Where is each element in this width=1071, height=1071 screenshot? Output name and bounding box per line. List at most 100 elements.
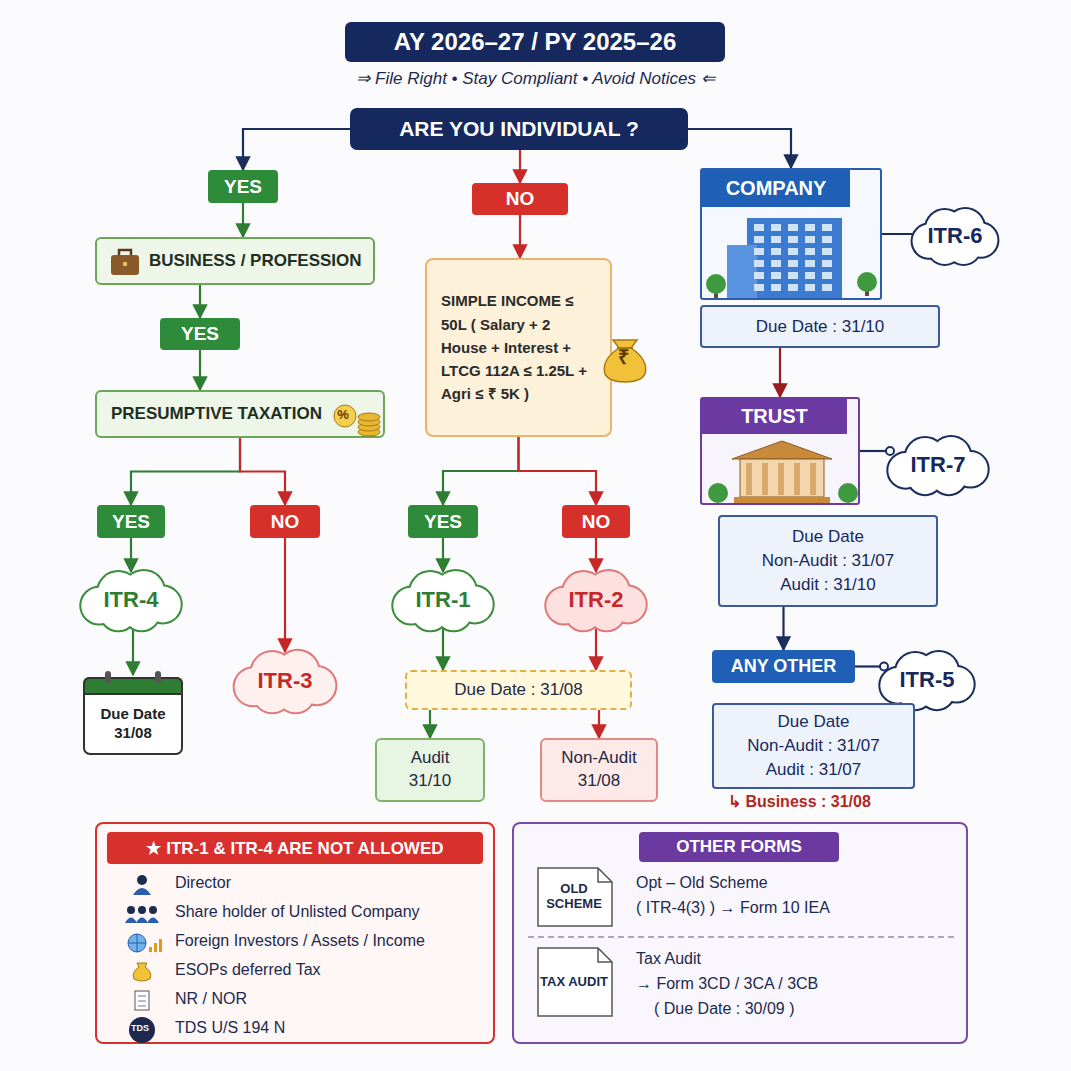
cloud-lobe — [901, 452, 974, 484]
node-label: Due Date : 31/10 — [756, 315, 885, 339]
chart-bar — [154, 943, 157, 952]
condition-box: SIMPLE INCOME ≤ 50L ( Salary + 2 House +… — [425, 258, 612, 437]
node-text: Foreign Investors / Assets / Income — [175, 932, 485, 954]
due-date-box: Audit31/10 — [375, 738, 485, 802]
title-banner: AY 2026–27 / PY 2025–26 — [345, 22, 725, 62]
group-icon — [127, 906, 135, 914]
node-label: YES — [181, 323, 219, 345]
tree — [706, 274, 726, 294]
due-note: ↳ Business : 31/08 — [728, 792, 871, 811]
node-label: ITR-4 — [104, 587, 159, 613]
due-date-box: Due Date : 31/08 — [405, 670, 632, 710]
window — [788, 248, 798, 255]
due-date-box: Due DateNon-Audit : 31/07Audit : 31/07 — [712, 703, 915, 789]
connector — [598, 710, 600, 738]
cloud-lobe — [249, 667, 321, 702]
node-text: Director — [175, 874, 485, 896]
window — [771, 260, 781, 267]
node-label: Due Date — [792, 525, 864, 549]
cloud-lobe — [894, 667, 961, 699]
calendar-ring — [155, 671, 161, 683]
node-label: NO — [271, 511, 300, 533]
window — [788, 260, 798, 267]
node-text: ESOPs deferred Tax — [175, 961, 485, 983]
connector — [688, 129, 791, 168]
cloud-lobe — [249, 667, 321, 702]
chart-bar — [149, 947, 152, 952]
window — [771, 236, 781, 243]
node-label: YES — [112, 511, 150, 533]
temple-column — [810, 463, 816, 495]
form-cloud: ITR-5 — [878, 653, 976, 707]
node-label: ★ ITR-1 & ITR-4 ARE NOT ALLOWED — [107, 832, 483, 864]
node-text: 31/08 — [578, 770, 621, 793]
node-label: ITR-5 — [900, 667, 955, 693]
temple-column — [794, 463, 800, 495]
connector — [131, 438, 240, 505]
temple-column — [746, 463, 752, 495]
connector — [242, 203, 244, 237]
connector — [442, 538, 444, 572]
node-text: ( Due Date : 30/09 ) — [654, 1000, 954, 1022]
person-icon — [133, 888, 151, 895]
node-text: Non-Audit : 31/07 — [762, 549, 894, 573]
calendar-body — [84, 678, 182, 754]
window — [822, 272, 832, 279]
node-label: ARE YOU INDIVIDUAL ? — [399, 117, 639, 141]
briefcase-clasp — [123, 262, 127, 266]
connector — [240, 438, 285, 505]
bag-icon — [133, 963, 151, 981]
connector — [782, 607, 784, 650]
form-cloud: ITR-3 — [232, 652, 338, 710]
temple-step — [734, 497, 830, 503]
document-icon: OLD SCHEME — [536, 866, 614, 928]
cloud-lobe — [901, 452, 974, 484]
connector — [199, 350, 201, 390]
window — [754, 260, 764, 267]
due-date-box: Non-Audit31/08 — [540, 738, 658, 802]
group-icon — [136, 918, 148, 924]
window — [771, 272, 781, 279]
tree — [857, 272, 877, 292]
node-label: SIMPLE INCOME ≤ 50L ( Salary + 2 House +… — [441, 289, 590, 405]
node-label: ITR-2 — [569, 587, 624, 613]
person-icon — [137, 875, 147, 885]
group-icon — [125, 918, 137, 924]
yes-tag: YES — [97, 505, 165, 538]
no-tag: NO — [250, 505, 320, 538]
connector — [595, 538, 597, 572]
group-icon — [138, 906, 146, 914]
node-label: YES — [224, 176, 262, 198]
group-icon — [147, 918, 159, 924]
node-label: ITR-3 — [258, 668, 313, 694]
calendar-box: Due Date31/08 — [83, 675, 183, 755]
form-cloud: ITR-1 — [390, 572, 496, 628]
briefcase-icon — [111, 255, 139, 275]
coin — [358, 413, 380, 421]
window — [805, 248, 815, 255]
icon-symbol: ₹ — [618, 343, 629, 370]
node-text: Audit : 31/07 — [766, 758, 861, 782]
node-label: PRESUMPTIVE TAXATION — [111, 404, 322, 424]
window — [754, 236, 764, 243]
window — [754, 284, 764, 291]
cloud-lobe — [95, 586, 167, 620]
connector — [779, 348, 781, 397]
node-text: 31/08 — [114, 723, 152, 743]
chart-bar — [159, 939, 162, 952]
connector — [443, 437, 519, 505]
building — [747, 218, 842, 298]
document-shape — [538, 948, 612, 1016]
cloud-lobe — [926, 223, 984, 254]
cloud-lobe — [560, 586, 632, 620]
window — [771, 224, 781, 231]
node-label: ITR-7 — [911, 452, 966, 478]
window — [788, 236, 798, 243]
connector — [595, 628, 597, 670]
cloud-lobe — [407, 586, 479, 620]
group-icon — [149, 906, 157, 914]
window — [788, 224, 798, 231]
form-cloud: ITR-7 — [884, 438, 992, 492]
cloud-lobe — [560, 586, 632, 620]
